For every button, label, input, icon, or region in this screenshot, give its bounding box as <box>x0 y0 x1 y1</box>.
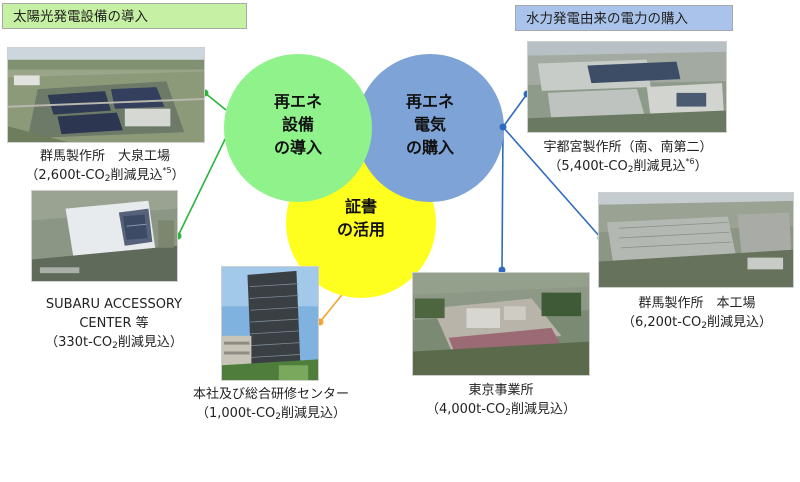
certificates-line1: 証書 <box>344 197 377 216</box>
gunma-main-reduction: （6,200t-CO2削減見込） <box>621 315 773 331</box>
tokyo-caption: 東京事業所 （4,000t-CO2削減見込） <box>408 381 594 419</box>
hydro-section-header: 水力発電由来の電力の購入 <box>515 5 733 31</box>
circle-renewable-equipment: 再エネ 設備 の導入 <box>224 54 372 202</box>
utsunomiya-plant-photo <box>527 41 727 133</box>
connector-utsunomiya <box>502 93 528 128</box>
accessory-name-1: SUBARU ACCESSORY <box>45 297 183 312</box>
gunma-main-name: 群馬製作所 本工場 <box>638 296 756 311</box>
renewable-power-line1: 再エネ <box>405 92 454 111</box>
solar-section-header: 太陽光発電設備の導入 <box>2 3 247 29</box>
oizumi-caption: 群馬製作所 大泉工場 （2,600t-CO2削減見込*5） <box>15 147 195 185</box>
utsunomiya-caption: 宇都宮製作所（南、南第二） （5,400t-CO2削減見込*6） <box>530 138 726 176</box>
utsunomiya-reduction: （5,400t-CO2削減見込*6） <box>548 157 708 175</box>
renewable-equipment-line2: 設備 <box>281 115 314 134</box>
renewable-equipment-line1: 再エネ <box>273 92 322 111</box>
tokyo-office-photo <box>412 272 590 376</box>
hq-caption: 本社及び総合研修センター （1,000t-CO2削減見込） <box>176 385 366 423</box>
renewable-equipment-line3: の導入 <box>273 138 322 157</box>
renewable-power-line2: 電気 <box>413 115 446 134</box>
gunma-main-caption: 群馬製作所 本工場 （6,200t-CO2削減見込） <box>600 294 794 332</box>
headquarters-photo <box>221 266 319 381</box>
oizumi-reduction: （2,600t-CO2削減見込*5） <box>25 166 185 184</box>
oizumi-name: 群馬製作所 大泉工場 <box>39 149 170 164</box>
accessory-caption: SUBARU ACCESSORY CENTER 等 （330t-CO2削減見込） <box>14 295 214 352</box>
hq-name: 本社及び総合研修センター <box>192 387 349 402</box>
renewable-power-line3: の購入 <box>405 138 454 157</box>
circle-renewable-power: 再エネ 電気 の購入 <box>356 54 504 202</box>
connector-oizumi-circle <box>204 92 227 111</box>
gunma-main-plant-photo <box>598 192 794 288</box>
oizumi-plant-photo <box>7 47 205 143</box>
hq-reduction: （1,000t-CO2削減見込） <box>195 406 347 422</box>
accessory-center-photo <box>31 190 178 282</box>
utsunomiya-name: 宇都宮製作所（南、南第二） <box>543 140 713 155</box>
accessory-reduction: （330t-CO2削減見込） <box>45 335 183 351</box>
tokyo-reduction: （4,000t-CO2削減見込） <box>425 402 577 418</box>
certificates-line2: の活用 <box>336 220 385 239</box>
tokyo-name: 東京事業所 <box>468 383 534 398</box>
accessory-name-2: CENTER 等 <box>79 316 149 331</box>
